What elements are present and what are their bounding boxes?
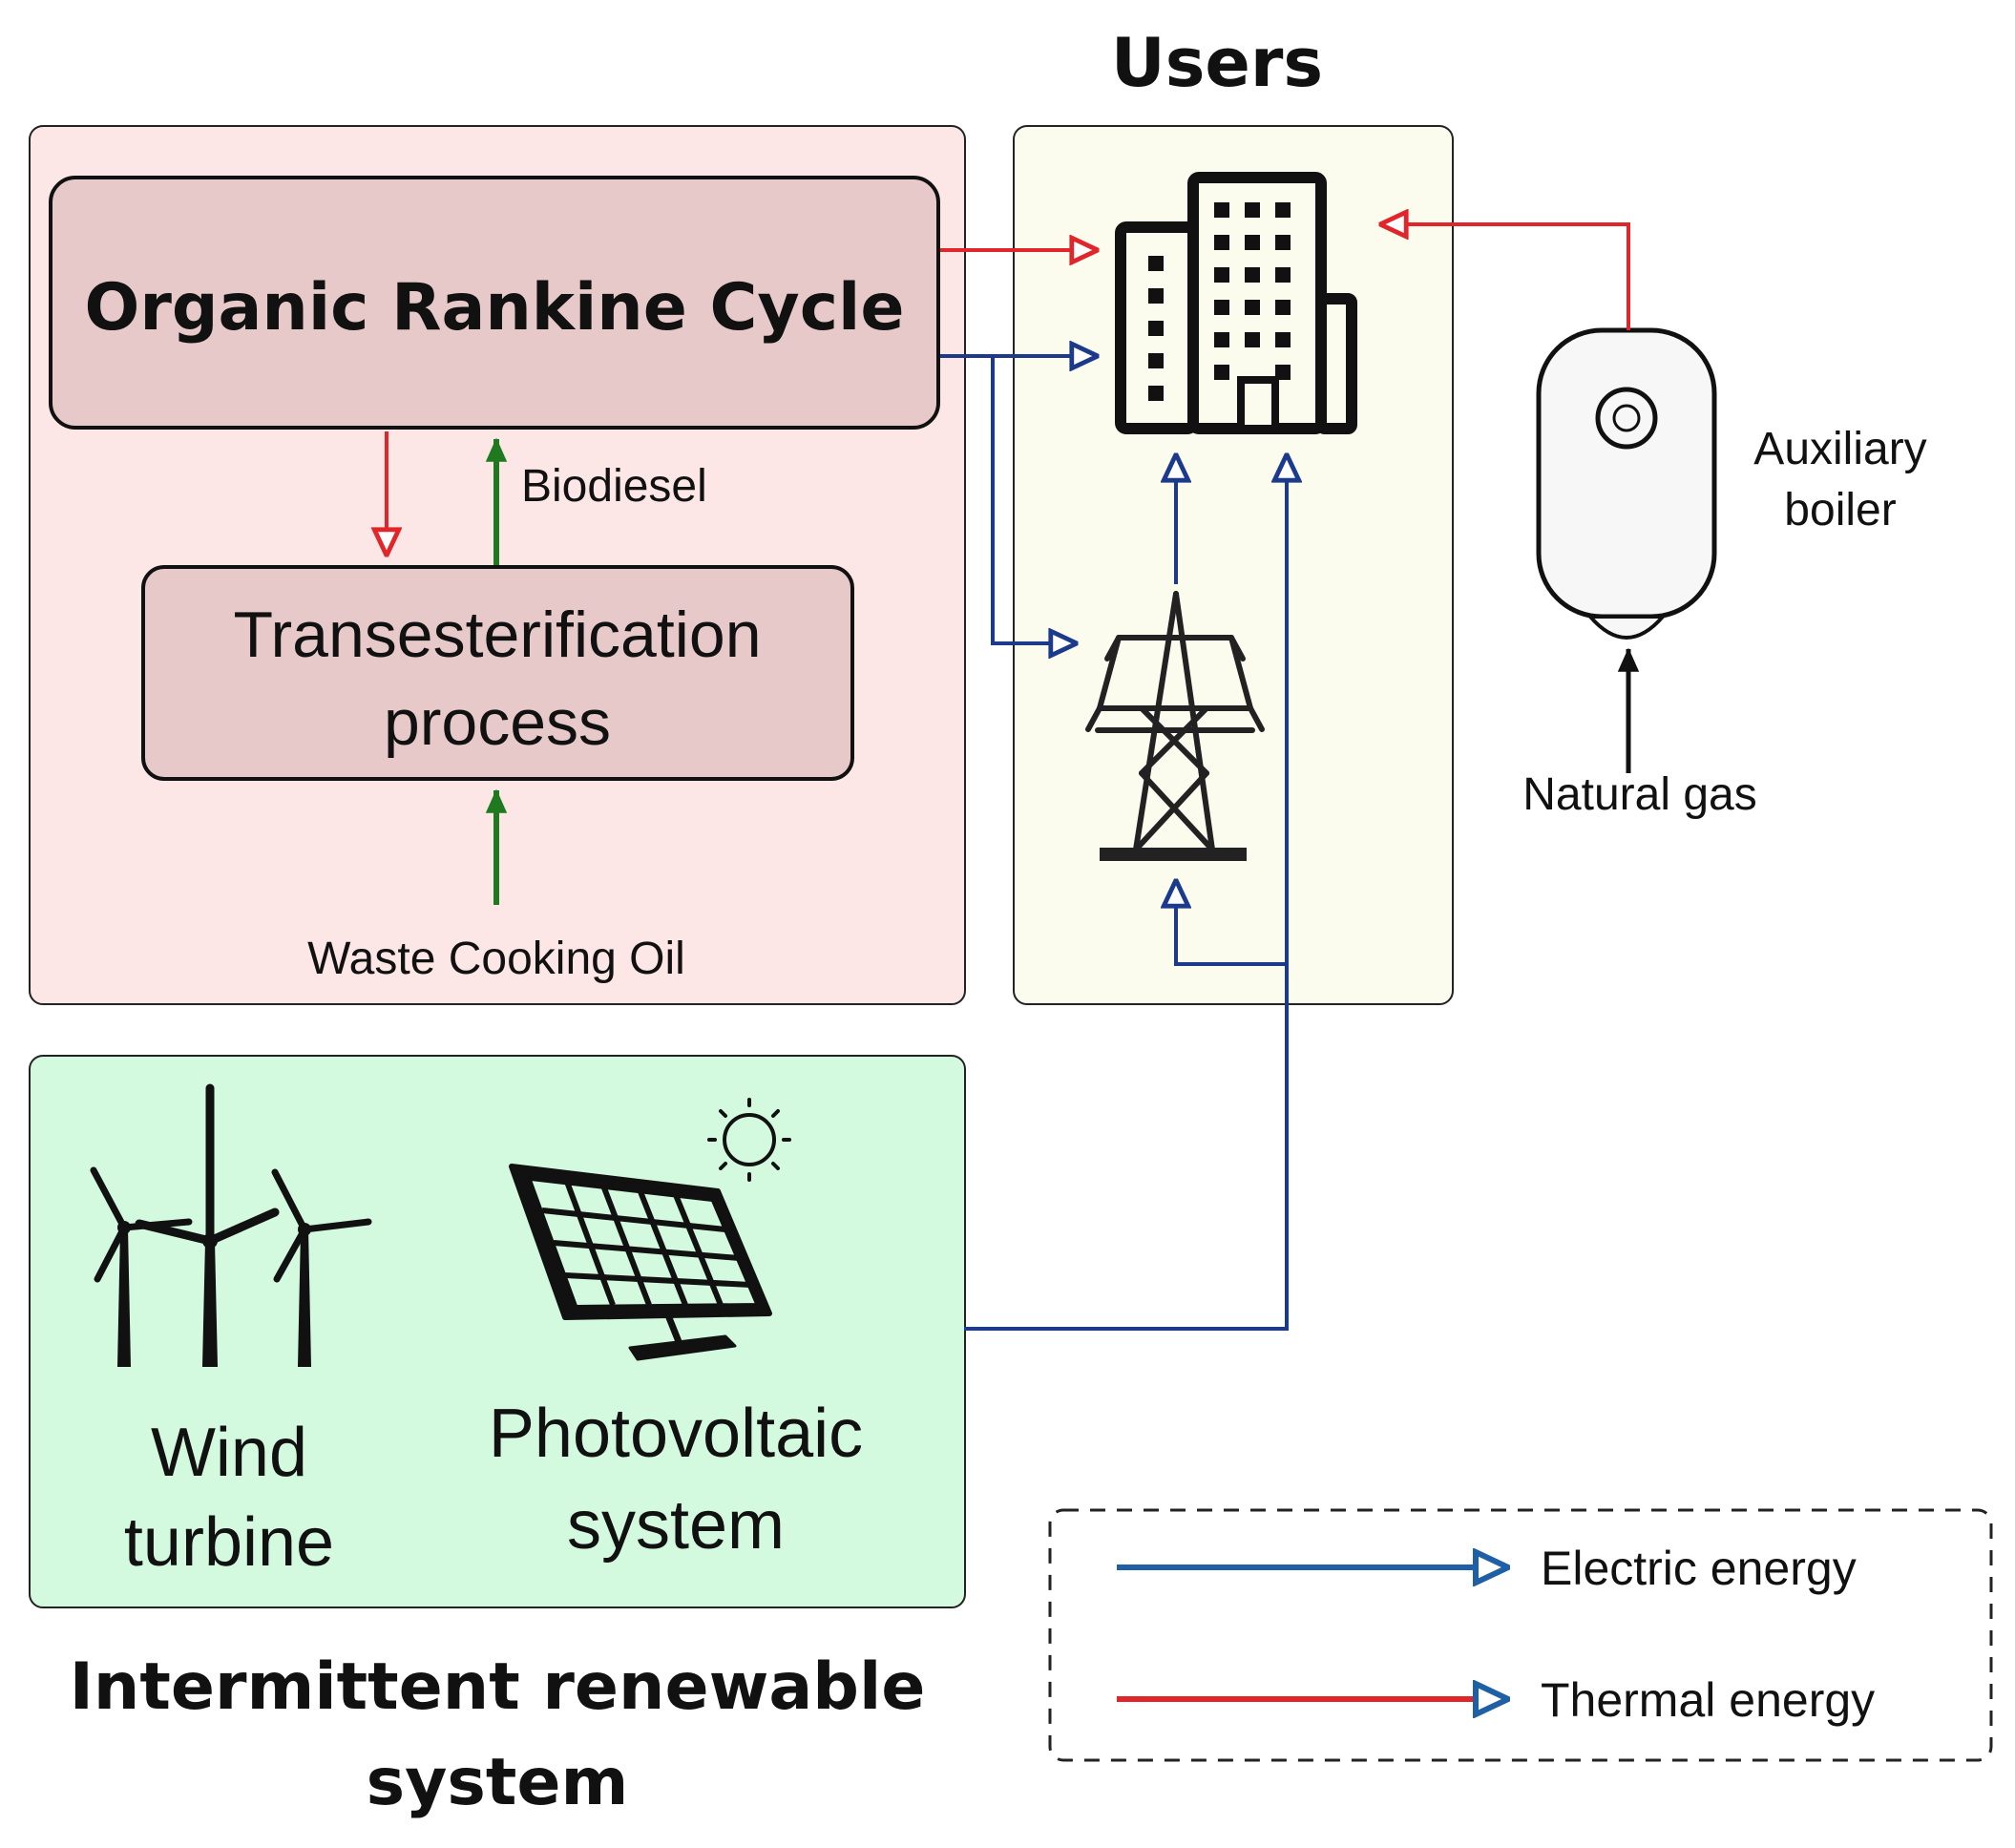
auxiliary-boiler-label-line1: Auxiliary — [1753, 424, 1926, 474]
boiler-outlet — [1585, 615, 1668, 640]
auxiliary-boiler-label-line2: boiler — [1784, 485, 1896, 536]
electric-arrow-renewables-to-users — [964, 454, 1287, 1331]
wind-turbines-icon — [90, 1083, 372, 1367]
renewable-title-line2: system — [367, 1745, 629, 1820]
sun-icon — [707, 1098, 791, 1182]
transesterification-block — [141, 565, 854, 781]
legend-electric-label: Electric energy — [1541, 1542, 1857, 1595]
biodiesel-label: Biodiesel — [521, 461, 707, 512]
orc-block — [49, 176, 940, 430]
legend-thermal-label: Thermal energy — [1541, 1673, 1875, 1727]
transesterification-label-line2: process — [384, 686, 611, 759]
power-pylon-icon — [1085, 591, 1265, 852]
waste-cooking-oil-label: Waste Cooking Oil — [307, 934, 685, 984]
electric-arrow-renewables-to-grid — [1176, 880, 1287, 966]
photovoltaic-label-line1: Photovoltaic — [489, 1396, 863, 1472]
natural-gas-label: Natural gas — [1522, 769, 1756, 820]
users-region — [1013, 125, 1454, 1005]
pylon-base — [1100, 848, 1247, 861]
renewable-region — [29, 1055, 966, 1608]
wind-turbine-label-line1: Wind — [151, 1415, 307, 1491]
photovoltaic-label-line2: system — [567, 1487, 785, 1564]
solar-panel-icon — [509, 1164, 772, 1361]
orc-block-label: Organic Rankine Cycle — [85, 270, 905, 346]
renewable-title-line1: Intermittent renewable — [70, 1649, 926, 1725]
users-title: Users — [1111, 24, 1323, 102]
boiler-gauge-dial — [1612, 404, 1641, 432]
wind-turbine-label-line2: turbine — [124, 1504, 334, 1581]
electric-arrow-orc-to-grid — [991, 356, 1077, 643]
building-door — [1237, 376, 1279, 432]
thermal-arrow-boiler-to-users — [1380, 224, 1630, 330]
transesterification-label-line1: Transesterification — [233, 598, 761, 671]
water-heater-icon — [1536, 327, 1717, 620]
boiler-gauge-icon — [1595, 387, 1658, 450]
